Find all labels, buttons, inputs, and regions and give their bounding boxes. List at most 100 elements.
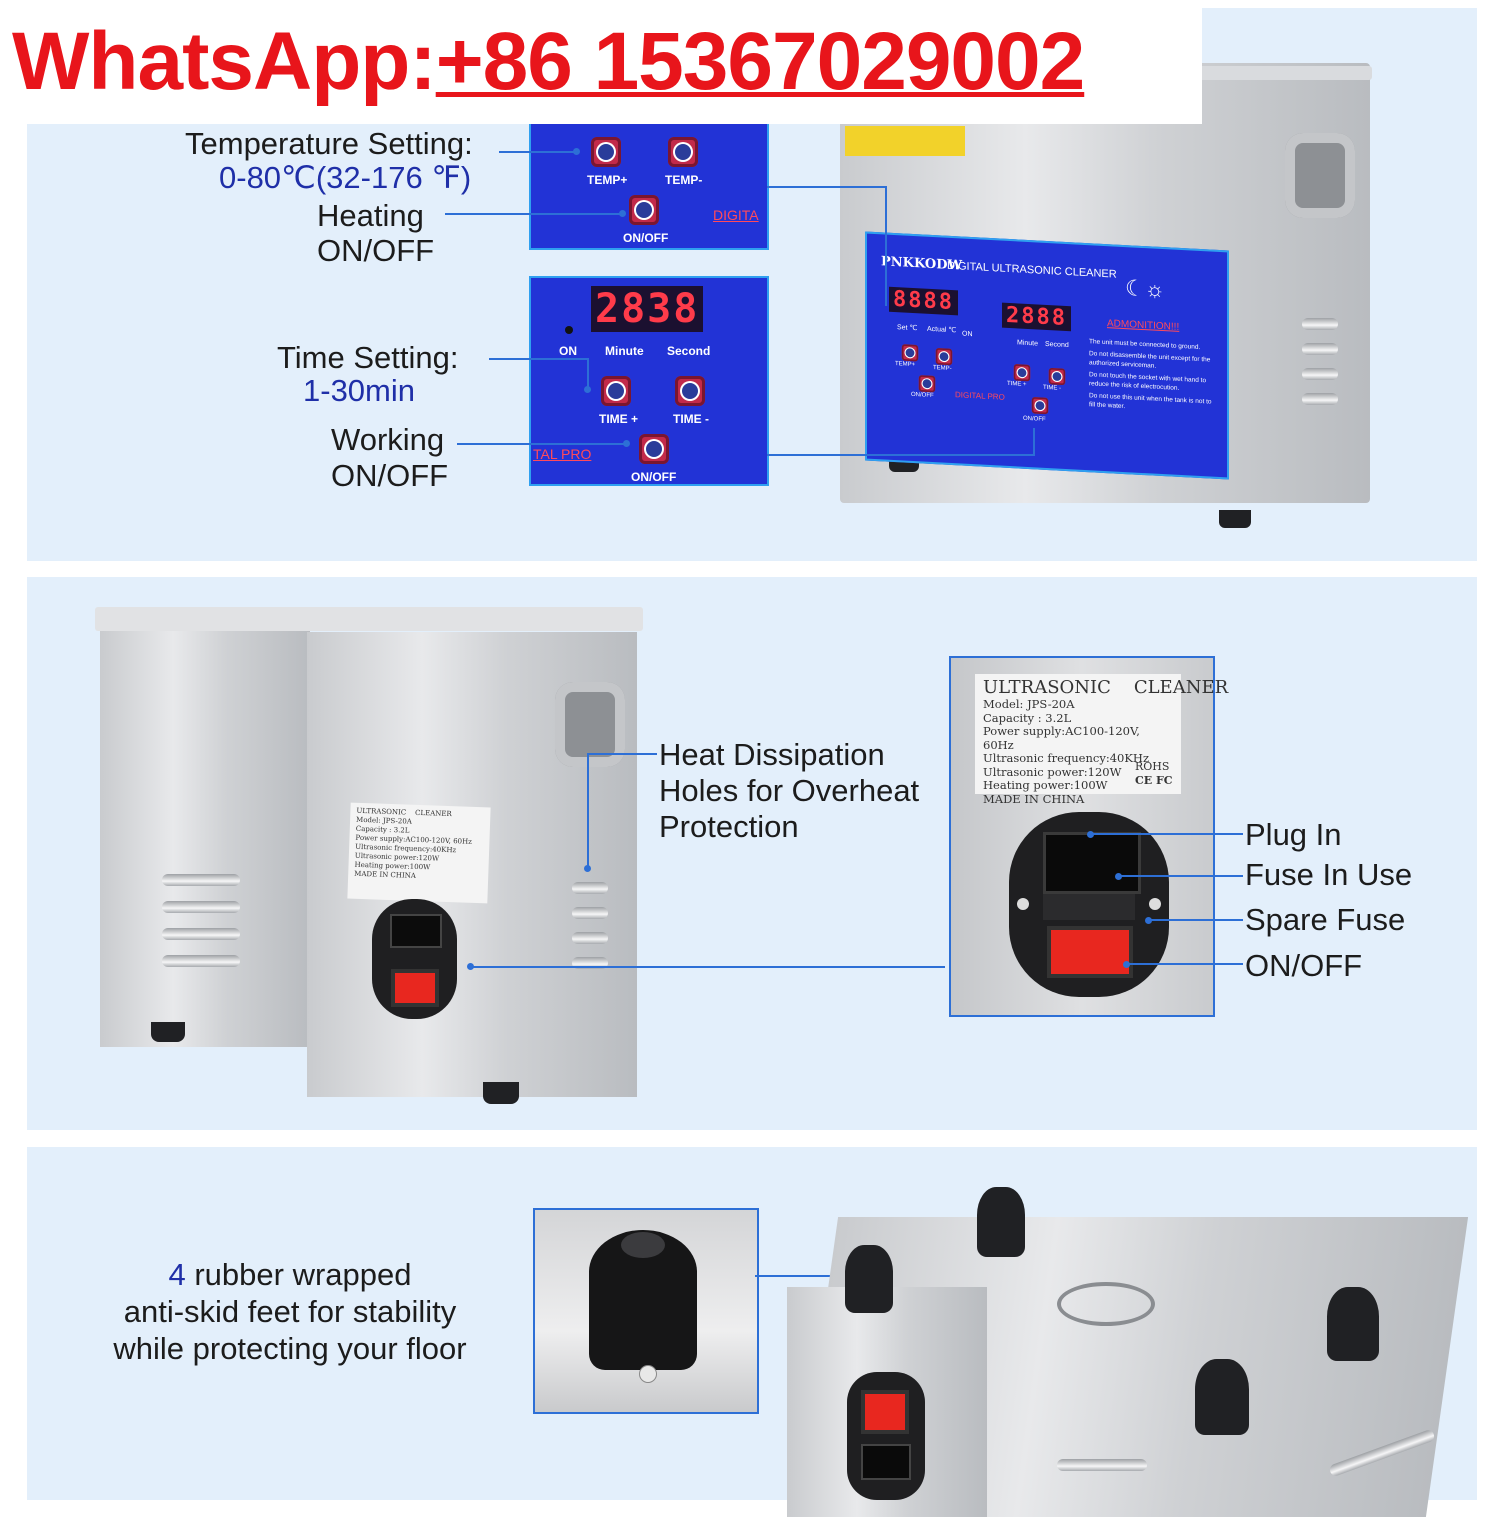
power-switch[interactable] (861, 1390, 909, 1434)
time-setting-label: Time Setting: (277, 340, 459, 375)
temp-minus-button[interactable] (935, 347, 953, 366)
feet-count: 4 (168, 1257, 186, 1292)
iec-plug-inlet[interactable] (861, 1444, 911, 1480)
heating-onoff-label: ON/OFF (911, 391, 934, 400)
display-time: 2888 (1002, 302, 1071, 332)
power-switch[interactable] (1047, 926, 1133, 978)
foot-right (1219, 510, 1251, 528)
heating-onoff-button[interactable] (918, 375, 936, 393)
iec-plug-inlet[interactable] (1043, 832, 1141, 894)
foot (483, 1082, 519, 1104)
rohs-mark: ROHS (1135, 760, 1170, 773)
temp-minus-label: TEMP- (665, 173, 703, 187)
working-onoff-caption: ON/OFF (331, 458, 449, 493)
leader-dot (584, 865, 591, 872)
whatsapp-number[interactable]: +86 15367029002 (435, 16, 1086, 107)
side-vent (1302, 343, 1338, 355)
handle (555, 682, 625, 767)
vent-slot (162, 901, 240, 913)
leader-line (1127, 963, 1243, 965)
vent-slot (162, 955, 240, 967)
time-plus-label: TIME + (599, 412, 639, 426)
working-onoff-label: ON/OFF (1023, 415, 1046, 423)
connector-line (1033, 428, 1035, 456)
minute-label: Minute (605, 344, 644, 358)
time-minus-button[interactable] (1048, 367, 1066, 386)
working-onoff-button[interactable] (1031, 396, 1049, 415)
digital-pro-text: TAL PRO (533, 446, 592, 462)
minute-label: Minute (1017, 339, 1039, 348)
spec-line: Ultrasonic power:120W (983, 764, 1122, 779)
display-temp: 8888 (889, 286, 958, 316)
leader-line (499, 151, 577, 153)
rubber-foot (1195, 1359, 1249, 1435)
time-minus-label: TIME - (673, 412, 709, 426)
screw-icon (1149, 898, 1161, 910)
feet-description-line3: while protecting your floor (113, 1331, 467, 1366)
leader-dot (467, 963, 474, 970)
screw-icon (639, 1365, 657, 1383)
temp-minus-button[interactable] (668, 137, 698, 167)
vent-slot (162, 928, 240, 940)
leader-line (489, 358, 589, 360)
temp-plus-label: TEMP+ (895, 361, 916, 369)
feet-description-line2: anti-skid feet for stability (123, 1294, 457, 1329)
heating-onoff-button[interactable] (629, 195, 659, 225)
leader-line (587, 753, 589, 867)
spec-label-small: ULTRASONIC CLEANER Model: JPS-20A Capaci… (347, 802, 491, 904)
temperature-range-value: 0-80℃(32-176 ℉) (219, 160, 472, 195)
time-plus-label: TIME + (1007, 380, 1027, 388)
spec-title-left: ULTRASONIC (983, 677, 1111, 698)
fuse-in-use-label: Fuse In Use (1245, 857, 1413, 892)
digital-text: DIGITA (713, 207, 759, 223)
spec-line: Power supply:AC100-120V, 60Hz (983, 724, 1140, 752)
spec-line: Ultrasonic frequency:40KHz (983, 751, 1150, 765)
zoom-rear-inset: ULTRASONIC CLEANER Model: JPS-20A Capaci… (949, 656, 1228, 1017)
temp-plus-button[interactable] (591, 137, 621, 167)
plug-in-label: Plug In (1245, 817, 1342, 852)
leader-line (587, 358, 589, 388)
second-label: Second (667, 344, 711, 358)
speaker-grille-icon (1057, 1282, 1155, 1326)
spec-line: MADE IN CHINA (983, 791, 1085, 806)
heat-dissipation-label-line3: Protection (659, 809, 799, 844)
leader-dot (1123, 961, 1130, 968)
heating-label: Heating (317, 198, 424, 233)
temperature-setting-label: Temperature Setting: (185, 126, 473, 161)
connector-line (767, 186, 887, 188)
fuse-drawer[interactable] (1043, 894, 1135, 920)
leader-line (755, 1275, 847, 1277)
time-range-value: 1-30min (303, 373, 415, 408)
handle (1285, 133, 1355, 218)
time-plus-button[interactable] (1013, 364, 1031, 382)
leader-line (471, 966, 945, 968)
working-label: Working (331, 422, 445, 457)
side-vent (1302, 318, 1338, 330)
working-onoff-label: ON/OFF (631, 470, 677, 484)
leader-dot (1087, 831, 1094, 838)
rubber-foot (977, 1187, 1025, 1257)
vent-slot (572, 882, 608, 894)
leader-line (587, 753, 657, 755)
ce-fc-marks: CE FC (1135, 774, 1173, 787)
leader-line (1119, 875, 1243, 877)
power-switch[interactable] (391, 969, 439, 1007)
heating-onoff-label: ON/OFF (623, 231, 669, 245)
leader-line (1091, 833, 1243, 835)
vent-slot (1057, 1459, 1147, 1471)
leader-dot (1145, 917, 1152, 924)
temp-plus-button[interactable] (901, 344, 919, 362)
zoom-time-panel: 2838 ON Minute Second TIME + TIME - ON/O… (529, 276, 769, 486)
spec-label-large: ULTRASONIC CLEANER Model: JPS-20A Capaci… (975, 674, 1228, 805)
iec-plug-inlet[interactable] (390, 914, 442, 948)
leader-dot (584, 386, 591, 393)
working-onoff-button[interactable] (639, 434, 669, 464)
screw-icon (1017, 898, 1029, 910)
spec-line: Capacity : 3.2L (983, 710, 1072, 725)
time-minus-button[interactable] (675, 376, 705, 406)
time-plus-button[interactable] (601, 376, 631, 406)
leader-dot (619, 210, 626, 217)
leader-dot (573, 148, 580, 155)
feet-description-line1: 4 rubber wrapped (27, 1257, 553, 1293)
warning-item: Do not touch the socket with wet hand to… (1089, 371, 1207, 392)
